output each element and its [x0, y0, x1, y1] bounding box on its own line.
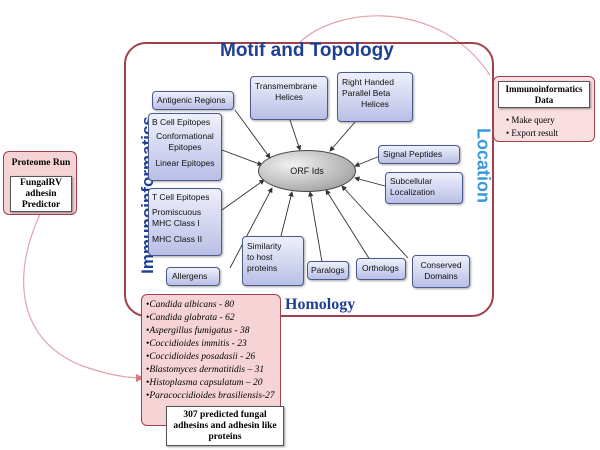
species-item: •Blastomyces dermatitidis – 31 [146, 365, 265, 375]
main-frame [124, 42, 494, 317]
b-cell-epitopes-box: B Cell Epitopes Conformational Epitopes … [148, 113, 222, 181]
similarity-line-3: proteins [247, 263, 278, 273]
species-item: •Candida albicans - 80 [146, 300, 235, 310]
export-result-item[interactable]: • Export result [506, 128, 559, 138]
b-cell-item-2: Epitopes [168, 142, 202, 152]
beta-line-1: Right Handed [342, 77, 394, 87]
transmembrane-box: Transmembrane Helices [250, 76, 328, 120]
export-result-label: Export result [511, 128, 559, 138]
species-item: •Coccidioides posadasii - 26 [146, 352, 256, 362]
species-item: •Aspergillus fumigatus - 38 [146, 326, 250, 336]
title-homology: Homology [285, 296, 356, 313]
species-panel: •Candida albicans - 80 •Candida glabrata… [141, 294, 281, 426]
b-cell-header: B Cell Epitopes [152, 117, 211, 127]
conserved-line-2: Domains [424, 271, 458, 281]
allergens-box: Allergens [166, 267, 220, 286]
t-cell-item-2: MHC Class I [152, 218, 200, 228]
orthologs-box: Orthologs [356, 258, 406, 280]
predicted-adhesins-box: 307 predicted fungal adhesins and adhesi… [166, 406, 284, 446]
orthologs-label: Orthologs [362, 263, 399, 273]
title-location: Location [473, 128, 494, 203]
fungalrv-line-2: adhesin [25, 189, 57, 199]
immuno-data-header-2: Data [534, 95, 554, 105]
predicted-line-1: 307 predicted fungal [183, 410, 267, 420]
similarity-line-1: Similarity [247, 241, 282, 251]
fungalrv-line-1: FungalRV [20, 178, 62, 188]
predicted-line-3: proteins [208, 432, 242, 442]
make-query-label: Make query [511, 115, 555, 125]
t-cell-item-3: MHC Class II [152, 234, 203, 244]
species-item: •Candida glabrata - 62 [146, 313, 235, 323]
proteome-run-header: Proteome Run [11, 158, 71, 168]
subcellular-box: Subcellular Localization [385, 172, 463, 204]
proteome-run-panel: Proteome Run FungalRV adhesin Predictor [3, 151, 77, 215]
species-item: •Paracoccidioides brasiliensis-27 [146, 391, 275, 401]
beta-line-3: Helices [361, 99, 389, 109]
allergens-label: Allergens [172, 271, 208, 281]
transmembrane-line-2: Helices [275, 92, 303, 102]
fungalrv-line-3: Predictor [21, 200, 61, 210]
antigenic-regions-label: Antigenic Regions [157, 95, 226, 105]
similarity-line-2: to host [247, 252, 273, 262]
species-item: •Histoplasma capsulatum – 20 [146, 378, 263, 388]
make-query-item[interactable]: • Make query [506, 115, 555, 125]
t-cell-item-1: Promiscuous [152, 207, 202, 217]
subcellular-line-2: Localization [390, 187, 435, 197]
predicted-line-2: adhesins and adhesin like [173, 421, 277, 431]
subcellular-line-1: Subcellular [390, 176, 433, 186]
t-cell-epitopes-box: T Cell Epitopes Promiscuous MHC Class I … [148, 188, 222, 256]
signal-peptides-label: Signal Peptides [383, 149, 443, 159]
species-list: •Candida albicans - 80 •Candida glabrata… [146, 299, 275, 403]
beta-line-2: Parallel Beta [342, 88, 391, 98]
paralogs-box: Paralogs [307, 261, 349, 280]
conserved-domains-box: Conserved Domains [412, 255, 470, 288]
b-cell-item-1: Conformational [156, 131, 214, 141]
conserved-line-1: Conserved [420, 260, 462, 270]
b-cell-item-3: Linear Epitopes [155, 158, 215, 168]
species-item: •Coccidioides immitis - 23 [146, 339, 247, 349]
similarity-box: Similarity to host proteins [242, 236, 304, 286]
signal-peptides-box: Signal Peptides [378, 145, 460, 164]
antigenic-regions-box: Antigenic Regions [152, 91, 234, 110]
fungalrv-box: FungalRV adhesin Predictor [10, 176, 72, 212]
transmembrane-line-1: Transmembrane [255, 81, 318, 91]
beta-helices-box: Right Handed Parallel Beta Helices [337, 72, 413, 122]
immuno-data-header-1: Immunoinformatics [505, 84, 583, 94]
immuno-data-header-box: Immunoinformatics Data [498, 81, 590, 108]
orf-ids-ellipse: ORF Ids [258, 150, 356, 192]
title-motif-topology: Motif and Topology [220, 40, 394, 61]
t-cell-header: T Cell Epitopes [152, 192, 210, 202]
orf-ids-label: ORF Ids [290, 166, 324, 176]
immuno-data-panel: Immunoinformatics Data • Make query • Ex… [493, 76, 595, 142]
paralogs-label: Paralogs [311, 265, 345, 275]
